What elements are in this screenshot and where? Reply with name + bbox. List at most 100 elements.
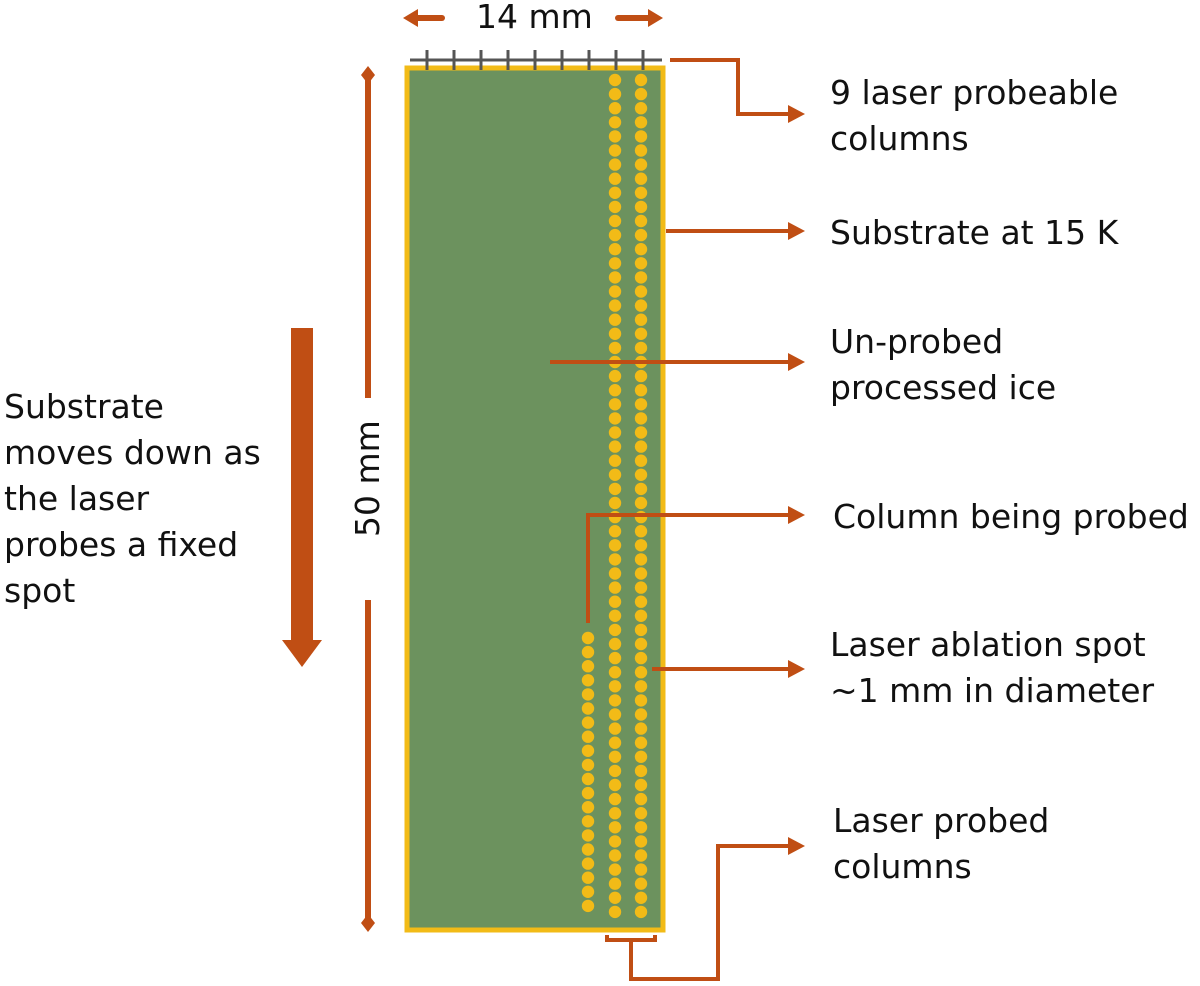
spot-column-2-spot: [608, 440, 622, 453]
spot-column-1-spot: [634, 863, 648, 876]
spot-column-2-spot: [608, 496, 622, 510]
spot-column-1-spot: [634, 736, 648, 749]
spot-column-1-spot: [634, 581, 648, 594]
spot-column-3-spot: [581, 786, 595, 800]
spot-column-2-spot: [608, 722, 622, 735]
spot-column-2-spot: [608, 694, 622, 707]
spot-column-3-spot: [581, 815, 595, 828]
spot-column-1-spot: [634, 158, 648, 171]
spot-column-2-spot: [608, 384, 622, 397]
spot-column-2-spot: [608, 257, 622, 270]
spot-column-2-spot: [608, 271, 622, 284]
spot-column-1-spot: [634, 454, 648, 467]
spot-column-2-spot: [608, 243, 622, 256]
spot-column-1-spot: [634, 764, 648, 778]
label-probeable-columns-line2: columns: [830, 119, 969, 158]
spot-column-2-spot: [608, 73, 622, 87]
spot-column-2-spot: [608, 341, 622, 355]
spot-column-2-spot: [608, 891, 622, 904]
spot-column-1-spot: [634, 609, 648, 622]
motion-note-line4: probes a fixed: [4, 525, 239, 564]
label-column-being-probed: Column being probed: [833, 494, 1189, 540]
height-label: 50 mm: [348, 420, 387, 537]
motion-note-line1: Substrate: [4, 387, 164, 426]
spot-column-1-spot: [634, 130, 648, 143]
spot-column-1-spot: [634, 214, 648, 228]
spot-column-1-spot: [634, 257, 648, 270]
spot-column-3-spot: [581, 801, 595, 814]
spot-column-1-spot: [634, 708, 648, 721]
motion-note-line3: the laser: [4, 479, 150, 518]
spot-column-2-spot: [608, 835, 622, 848]
spot-column-2-spot: [608, 680, 622, 693]
spot-column-3-spot: [581, 730, 595, 743]
spot-column-2-spot: [608, 736, 622, 749]
ablation-spots: [581, 73, 648, 919]
spot-column-1-spot: [634, 694, 648, 707]
label-column-being-probed-line1: Column being probed: [833, 497, 1189, 536]
spot-column-2-spot: [608, 426, 622, 439]
spot-column-2-spot: [608, 228, 622, 242]
spot-column-3-spot: [581, 716, 595, 729]
spot-column-1-spot: [634, 750, 648, 763]
spot-column-2-spot: [608, 200, 622, 214]
spot-column-2-spot: [608, 609, 622, 622]
spot-column-1-spot: [634, 849, 648, 862]
spot-column-1-spot: [634, 327, 648, 340]
spot-column-1-spot: [634, 426, 648, 439]
label-probed-columns-line1: Laser probed: [833, 801, 1050, 840]
spot-column-3-spot: [581, 674, 595, 687]
spot-column-2-spot: [608, 116, 622, 129]
connector-column-probed: [586, 513, 790, 623]
spot-column-1-spot: [634, 666, 648, 679]
column-tick-ruler: [410, 50, 662, 70]
spot-column-2-spot: [608, 821, 622, 834]
spot-column-3-spot: [581, 660, 595, 673]
spot-column-2-spot: [608, 750, 622, 763]
height-dimension-diamonds: [361, 66, 375, 932]
spot-column-1-spot: [634, 144, 648, 157]
spot-column-2-spot: [608, 313, 622, 326]
label-probeable-columns: 9 laser probeable columns: [830, 70, 1118, 162]
spot-column-1-spot: [634, 651, 648, 665]
spot-column-2-spot: [608, 708, 622, 721]
spot-column-1-spot: [634, 412, 648, 425]
spot-column-2-spot: [608, 158, 622, 171]
callout-connectors: [550, 58, 790, 981]
spot-column-1-spot: [634, 496, 648, 510]
spot-column-1-spot: [634, 792, 648, 806]
spot-column-2-spot: [608, 792, 622, 806]
callout-arrowheads: [788, 105, 805, 855]
spot-column-3-spot: [581, 885, 595, 898]
spot-column-2-spot: [608, 905, 622, 919]
spot-column-2-spot: [608, 623, 622, 637]
spot-column-1-spot: [634, 877, 648, 890]
spot-column-2-spot: [608, 144, 622, 157]
spot-column-1-spot: [634, 200, 648, 214]
spot-column-1-spot: [634, 567, 648, 580]
label-unprobed-ice: Un-probed processed ice: [830, 319, 1056, 411]
spot-column-2-spot: [608, 299, 622, 312]
spot-column-2-spot: [608, 637, 622, 651]
spot-column-1-spot: [634, 680, 648, 693]
spot-column-1-spot: [634, 228, 648, 242]
spot-column-1-spot: [634, 525, 648, 538]
connector-probeable-columns: [670, 58, 790, 116]
spot-column-1-spot: [634, 116, 648, 129]
spot-column-1-spot: [634, 102, 648, 115]
spot-column-2-spot: [608, 651, 622, 665]
spot-column-2-spot: [608, 327, 622, 340]
width-dimension-heads: [403, 9, 663, 27]
spot-column-1-spot: [634, 905, 648, 919]
spot-column-1-spot: [634, 468, 648, 481]
spot-column-1-spot: [634, 637, 648, 651]
spot-column-1-spot: [634, 722, 648, 735]
spot-column-3-spot: [581, 899, 595, 913]
label-unprobed-ice-line2: processed ice: [830, 368, 1057, 407]
spot-column-3-spot: [581, 758, 595, 772]
connector-probed-columns: [605, 935, 657, 942]
spot-column-1-spot: [634, 299, 648, 312]
label-ablation-spot: Laser ablation spot ~1 mm in diameter: [830, 622, 1154, 714]
spot-column-2-spot: [608, 877, 622, 890]
spot-column-1-spot: [634, 398, 648, 411]
